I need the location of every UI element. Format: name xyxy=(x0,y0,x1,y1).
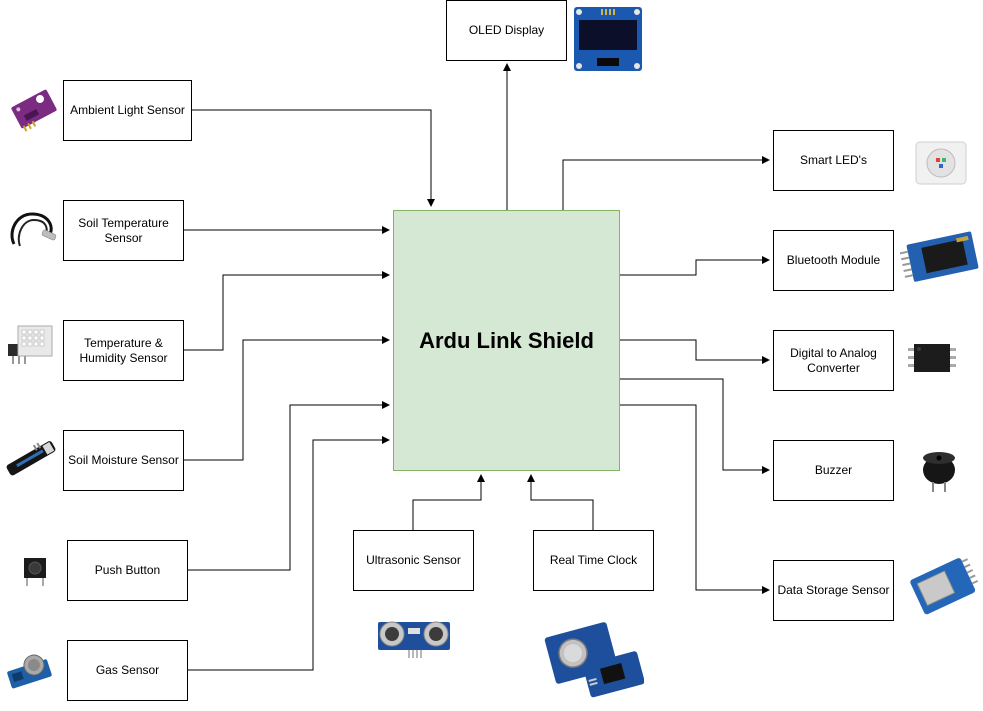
dac-chip-icon xyxy=(908,344,956,372)
buzzer-icon xyxy=(923,452,955,492)
real-time-clock-label: Real Time Clock xyxy=(549,553,638,567)
temperature-humidity-sensor-label: Temperature & Humidity Sensor xyxy=(79,335,168,365)
ardu-link-shield-label: Ardu Link Shield xyxy=(419,327,594,353)
oled-display-label: OLED Display xyxy=(468,23,545,37)
ambient-light-sensor-box: Ambient Light Sensor xyxy=(63,80,192,141)
real-time-clock-module-icon xyxy=(544,622,644,698)
buzzer-box: Buzzer xyxy=(773,440,894,501)
soil-temperature-sensor-box: Soil Temperature Sensor xyxy=(63,200,184,261)
soil-moisture-probe-icon xyxy=(6,441,56,476)
soil-moisture-sensor-box: Soil Moisture Sensor xyxy=(63,430,184,491)
gas-sensor-icon xyxy=(7,654,52,689)
arrow-dac xyxy=(620,339,770,364)
smart-led-icon xyxy=(915,141,967,185)
arrow-bluetooth xyxy=(620,256,770,276)
ultrasonic-sensor-icon xyxy=(378,621,450,658)
arrow-buzzer xyxy=(620,378,770,474)
soil-temperature-probe-icon xyxy=(10,212,57,247)
temperature-humidity-sensor-box: Temperature & Humidity Sensor xyxy=(63,320,184,381)
ambient-light-sensor-icon xyxy=(11,89,57,132)
push-button-box: Push Button xyxy=(67,540,188,601)
arrow-smart-led xyxy=(562,156,770,210)
data-storage-sensor-label: Data Storage Sensor xyxy=(777,583,890,597)
ultrasonic-sensor-label: Ultrasonic Sensor xyxy=(366,553,461,567)
real-time-clock-box: Real Time Clock xyxy=(533,530,654,591)
dht-humidity-sensor-icon xyxy=(8,325,53,364)
bluetooth-module-box: Bluetooth Module xyxy=(773,230,894,291)
arrow-ambient-light xyxy=(191,109,435,207)
arrow-gas xyxy=(187,436,390,671)
oled-display-icon xyxy=(574,7,642,71)
push-button-icon xyxy=(24,558,46,586)
gas-sensor-label: Gas Sensor xyxy=(95,663,160,677)
arrow-temp-humidity xyxy=(183,271,390,351)
ambient-light-sensor-label: Ambient Light Sensor xyxy=(70,103,185,117)
arrow-ultrasonic xyxy=(412,474,485,530)
smart-led-label: Smart LED's xyxy=(800,153,867,167)
dac-box: Digital to Analog Converter xyxy=(773,330,894,391)
bluetooth-module-icon xyxy=(900,231,979,282)
arrow-soil-moisture xyxy=(183,336,390,461)
dac-label: Digital to Analog Converter xyxy=(790,345,877,375)
oled-display-box: OLED Display xyxy=(446,0,567,61)
gas-sensor-box: Gas Sensor xyxy=(67,640,188,701)
buzzer-label: Buzzer xyxy=(814,463,853,477)
arrow-data-storage xyxy=(620,404,770,594)
data-storage-module-icon xyxy=(910,558,979,615)
push-button-label: Push Button xyxy=(94,563,161,577)
smart-led-box: Smart LED's xyxy=(773,130,894,191)
data-storage-sensor-box: Data Storage Sensor xyxy=(773,560,894,621)
ardu-link-shield-block: Ardu Link Shield xyxy=(393,210,620,471)
arrow-rtc xyxy=(527,474,594,530)
soil-temperature-sensor-label: Soil Temperature Sensor xyxy=(78,215,169,245)
arrow-push-button xyxy=(187,401,390,571)
soil-moisture-sensor-label: Soil Moisture Sensor xyxy=(68,453,179,467)
bluetooth-module-label: Bluetooth Module xyxy=(786,253,881,267)
ultrasonic-sensor-box: Ultrasonic Sensor xyxy=(353,530,474,591)
